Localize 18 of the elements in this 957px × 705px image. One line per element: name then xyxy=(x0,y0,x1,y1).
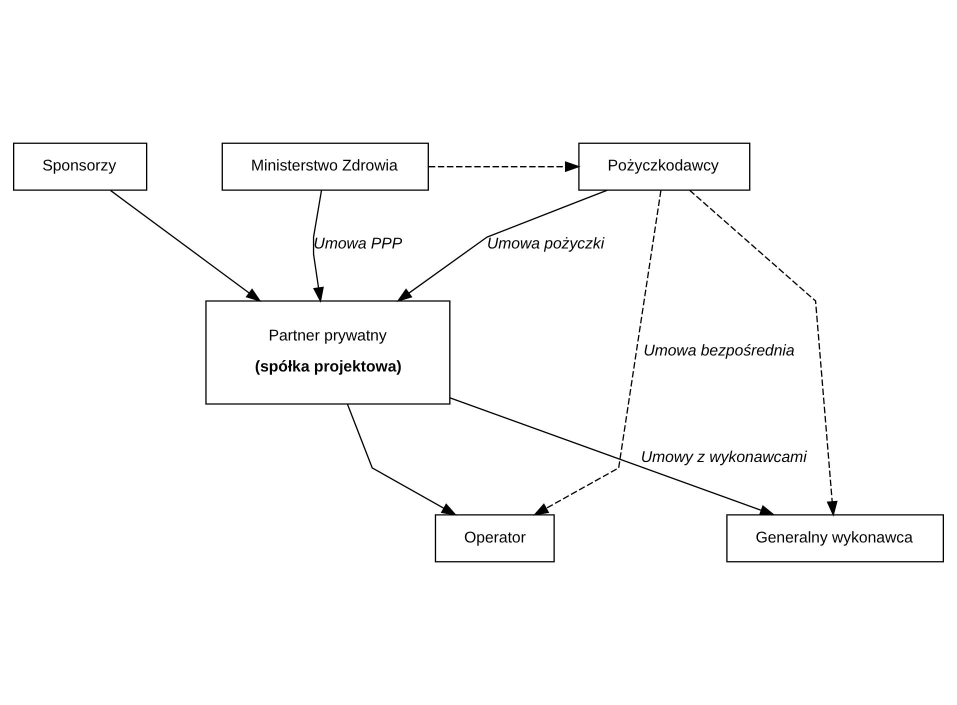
arrow xyxy=(346,404,458,516)
arrow xyxy=(396,190,608,302)
arrow xyxy=(428,161,581,172)
arrow xyxy=(689,190,838,517)
edge-label: Umowy z wykonawcami xyxy=(640,449,807,466)
node-box: Ministerstwo Zdrowia xyxy=(222,142,429,191)
arrow xyxy=(312,190,324,303)
edge-label: Umowa pożyczki xyxy=(486,235,604,252)
node-box: Sponsorzy xyxy=(12,142,148,191)
arrow xyxy=(110,190,262,302)
node-box: Pożyczkodawcy xyxy=(578,142,750,191)
node-box: Operator xyxy=(434,514,555,562)
node-box: Partner prywatny (spółka projektowa) xyxy=(205,300,450,405)
edge-label: Umowa bezpośrednia xyxy=(643,342,795,360)
edge-label: Umowa PPP xyxy=(314,235,402,252)
arrow xyxy=(450,397,776,516)
node-box: Generalny wykonawca xyxy=(726,514,944,562)
arrow xyxy=(532,190,662,516)
